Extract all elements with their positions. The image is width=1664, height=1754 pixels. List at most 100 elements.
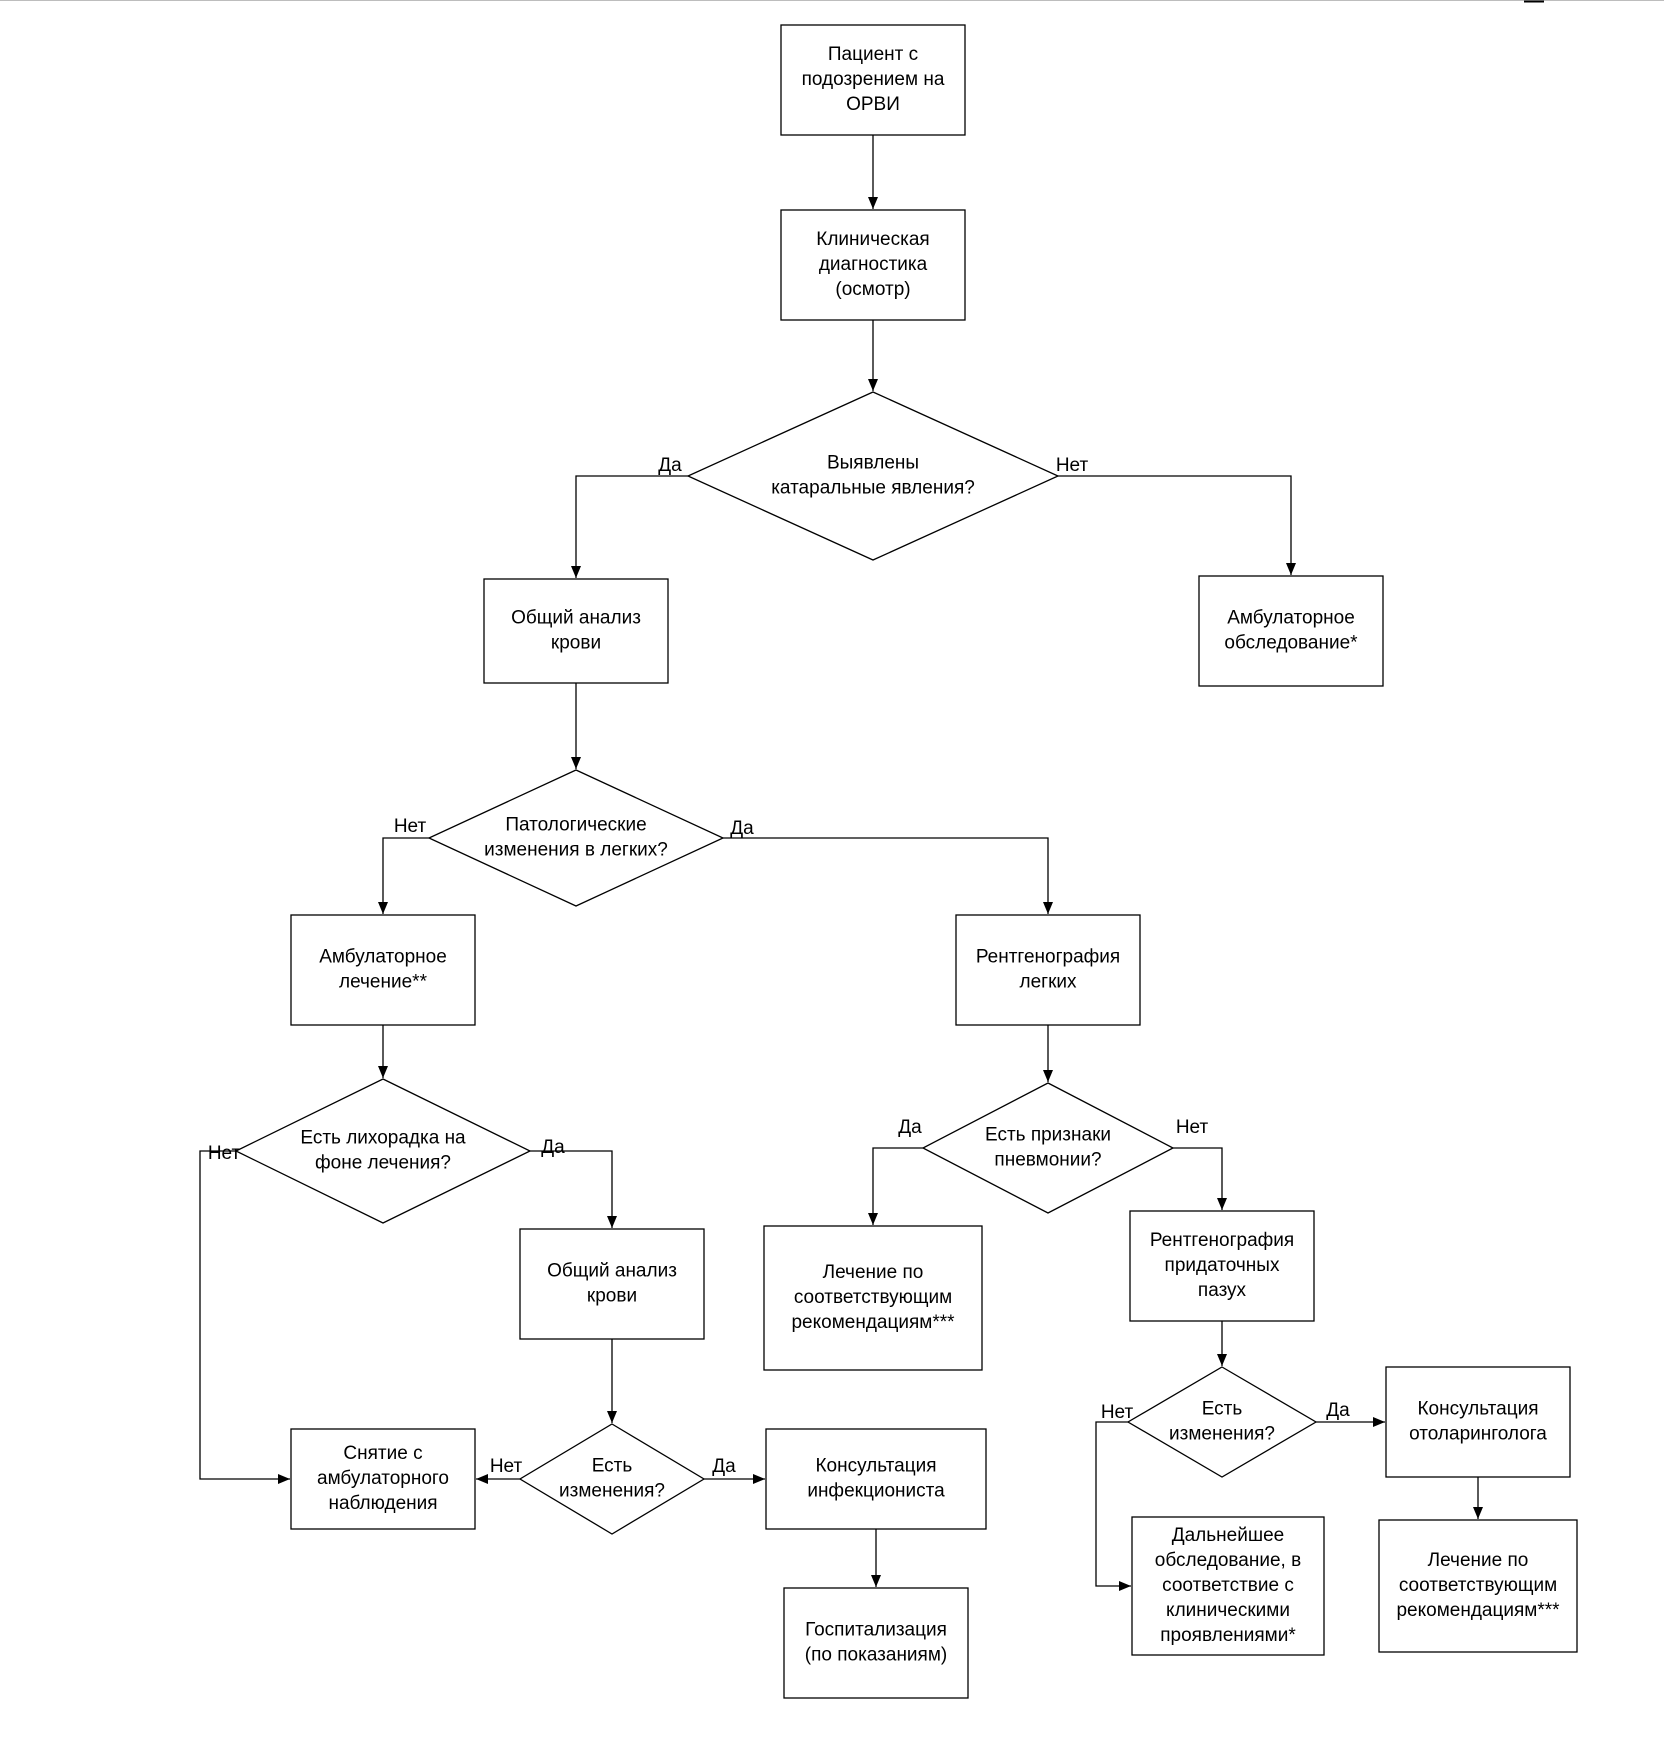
connector-e5	[571, 683, 581, 769]
connector-e2	[868, 320, 878, 391]
decision-diamond	[518, 1423, 706, 1535]
connector-e17	[871, 1529, 881, 1587]
node-text-line: Есть лихорадка на	[300, 1128, 466, 1149]
arrowhead-icon	[871, 1575, 881, 1587]
arrowhead-icon	[378, 902, 388, 914]
decision-diamond	[686, 391, 1060, 561]
process-box	[1385, 1366, 1571, 1478]
node-text-line: Дальнейшее	[1172, 1525, 1284, 1546]
edge-label: Да	[730, 818, 754, 839]
connector-e6	[378, 837, 429, 914]
node-n12: Госпитализация(по показаниям)	[783, 1587, 969, 1699]
process-box	[780, 24, 966, 136]
arrowhead-icon	[1043, 902, 1053, 914]
node-text-line: Клиническая	[816, 229, 929, 250]
connector-e10	[530, 1150, 617, 1228]
node-text-line: Рентгенография	[976, 947, 1120, 968]
node-text-line: крови	[587, 1286, 637, 1307]
connector-e8	[378, 1025, 388, 1078]
node-text-line: инфекциониста	[807, 1481, 945, 1502]
arrowhead-icon	[753, 1474, 765, 1484]
process-box	[783, 1587, 969, 1699]
node-text-line: (осмотр)	[835, 279, 910, 300]
node-n2: Клиническая диагностика (осмотр)	[780, 209, 966, 321]
node-text-line: соответствующим	[1399, 1575, 1557, 1596]
process-box	[1131, 1516, 1325, 1656]
node-text-line: Снятие с	[343, 1443, 422, 1464]
process-box	[780, 209, 966, 321]
node-text-line: крови	[551, 633, 601, 654]
connector-line	[1095, 1421, 1131, 1587]
node-text-line: соответствие с	[1162, 1575, 1294, 1596]
node-text-line: Общий анализ	[511, 608, 641, 629]
node-text-line: ОРВИ	[846, 94, 900, 115]
node-n1: Пациент с подозрением на ОРВИ	[780, 24, 966, 136]
node-text-line: фоне лечения?	[315, 1153, 451, 1174]
node-text-line: Госпитализация	[805, 1620, 947, 1641]
node-n4: Амбулаторное обследование*	[1198, 575, 1384, 687]
node-text-line: катаральные явления?	[771, 478, 975, 499]
edge-label: Да	[712, 1456, 736, 1477]
connector-e3	[571, 475, 688, 578]
node-text-line: легких	[1019, 972, 1077, 993]
node-text-line: Лечение по	[823, 1262, 924, 1283]
node-text-line: обследование*	[1224, 633, 1358, 654]
arrowhead-icon	[607, 1411, 617, 1423]
node-text-line: Патологические	[505, 815, 646, 836]
arrowhead-icon	[1286, 563, 1296, 575]
process-box	[1198, 575, 1384, 687]
connector-line	[199, 1150, 290, 1480]
node-text-line: диагностика	[819, 254, 928, 275]
node-n3: Общий анализ крови	[483, 578, 669, 684]
process-box	[519, 1228, 705, 1340]
node-text-line: Консультация	[1417, 1399, 1538, 1420]
node-text-line: пневмонии?	[994, 1150, 1101, 1171]
decision-diamond	[921, 1082, 1175, 1214]
node-text-line: подозрением на	[802, 69, 945, 90]
process-box	[955, 914, 1141, 1026]
decision-diamond	[1126, 1366, 1318, 1478]
connector-e12	[868, 1147, 923, 1225]
arrowhead-icon	[571, 757, 581, 769]
node-text-line: отоларинголога	[1409, 1424, 1547, 1445]
process-box	[765, 1428, 987, 1530]
edge-label: Нет	[1056, 455, 1089, 476]
arrowhead-icon	[1119, 1581, 1131, 1591]
edge-label: Нет	[394, 816, 427, 837]
connector-e19	[1095, 1421, 1131, 1591]
process-box	[290, 914, 476, 1026]
node-text-line: амбулаторного	[317, 1468, 449, 1489]
arrowhead-icon	[607, 1216, 617, 1228]
arrowhead-icon	[1217, 1354, 1227, 1366]
process-box	[290, 1428, 476, 1530]
node-n15: Лечение посоответствующимрекомендациям**…	[1378, 1519, 1578, 1653]
connector-line	[575, 475, 688, 578]
node-text-line: изменения в легких?	[484, 840, 668, 861]
node-text-line: Есть	[1202, 1399, 1243, 1420]
connector-e15	[476, 1474, 520, 1484]
connector-e4	[1058, 475, 1296, 575]
arrowhead-icon	[1373, 1417, 1385, 1427]
node-d3: Есть лихорадка на фоне лечения?	[234, 1078, 532, 1224]
node-text-line: лечение**	[339, 972, 428, 993]
connector-e18	[1217, 1321, 1227, 1366]
node-text-line: Пациент с	[828, 44, 918, 65]
decision-diamond	[427, 769, 725, 907]
arrowhead-icon	[1217, 1198, 1227, 1210]
connector-e9	[199, 1150, 290, 1484]
node-text-line: соответствующим	[794, 1287, 952, 1308]
arrowhead-icon	[868, 1213, 878, 1225]
node-text-line: наблюдения	[328, 1493, 437, 1514]
node-text-line: Амбулаторное	[1227, 608, 1355, 629]
node-text-line: Консультация	[815, 1456, 936, 1477]
node-n13: Консультация отоларинголога	[1385, 1366, 1571, 1478]
arrowhead-icon	[476, 1474, 488, 1484]
connector-line	[530, 1150, 613, 1228]
arrowhead-icon	[378, 1066, 388, 1078]
arrowhead-icon	[1473, 1507, 1483, 1519]
node-n8: Лечение посоответствующимрекомендациям**…	[763, 1225, 983, 1371]
